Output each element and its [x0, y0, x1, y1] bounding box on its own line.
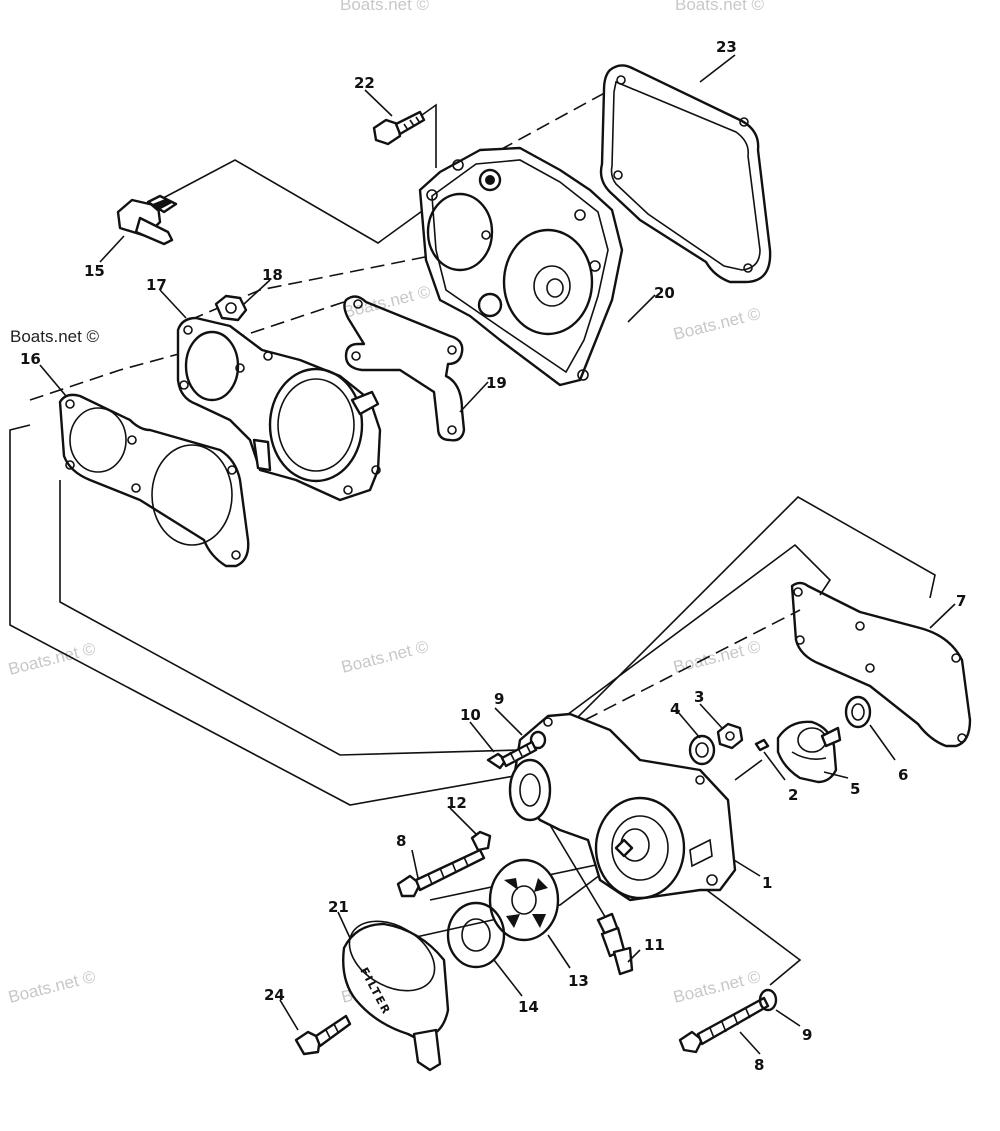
- line-2-to-1: [734, 759, 763, 781]
- callout-15: 15: [84, 262, 105, 280]
- line-1-to-7: [584, 609, 801, 721]
- washer-14: [446, 901, 506, 969]
- nut-3: [716, 722, 744, 750]
- callout-24: 24: [264, 986, 285, 1004]
- gasket-7: [790, 581, 972, 748]
- screw-8-upper: [396, 848, 486, 898]
- callout-2: 2: [788, 786, 798, 804]
- nut-18: [214, 294, 248, 322]
- line-15-to-20: [149, 159, 441, 244]
- callout-13: 13: [568, 972, 589, 990]
- washer-9-upper: [529, 730, 547, 750]
- leader-lines: [39, 54, 956, 1055]
- callout-17: 17: [146, 276, 167, 294]
- watermark-left-top: Boats.net ©: [10, 327, 100, 346]
- callout-9-upper: 9: [494, 690, 504, 708]
- washer-4: [688, 734, 716, 766]
- loop-outer: [9, 424, 521, 806]
- housing-17: [176, 316, 382, 502]
- line-1-to-9b: [699, 884, 802, 986]
- callout-1: 1: [762, 874, 772, 892]
- callout-19: 19: [486, 374, 507, 392]
- callout-8-upper: 8: [396, 832, 406, 850]
- filter-cover-21: FILTER: [342, 920, 450, 1072]
- watermark-top-b: Boats.net ©: [675, 0, 765, 14]
- callout-6: 6: [898, 766, 908, 784]
- screw-8-lower: [678, 996, 770, 1054]
- callout-18: 18: [262, 266, 283, 284]
- gasket-23: [599, 64, 772, 284]
- screw-22: [372, 110, 426, 146]
- callout-23: 23: [716, 38, 737, 56]
- watermark-top-a: Boats.net ©: [340, 0, 430, 14]
- callout-14: 14: [518, 998, 539, 1016]
- impeller-13: [488, 858, 560, 942]
- callout-9-lower: 9: [802, 1026, 812, 1044]
- callout-16: 16: [20, 350, 41, 368]
- line-23-to-20: [499, 89, 611, 151]
- callout-8-lower: 8: [754, 1056, 764, 1074]
- gasket-16: [58, 393, 250, 568]
- callout-12: 12: [446, 794, 467, 812]
- watermark-right-top: Boats.net ©: [671, 304, 762, 344]
- fitting-11: [596, 912, 634, 976]
- pin-2: [754, 738, 770, 752]
- fitting-15: [116, 194, 178, 246]
- callout-5: 5: [850, 780, 860, 798]
- pump-cover-20: [418, 146, 624, 387]
- watermark-center: Boats.net ©: [339, 637, 430, 677]
- callout-10: 10: [460, 706, 481, 724]
- callout-20: 20: [654, 284, 675, 302]
- thermostat-5: [776, 720, 842, 784]
- callout-22: 22: [354, 74, 375, 92]
- callout-4: 4: [670, 700, 680, 718]
- watermark-right-mid: Boats.net ©: [671, 637, 762, 677]
- callout-3: 3: [694, 688, 704, 706]
- line-16-to-20: [29, 299, 351, 401]
- lower-housing-1: [508, 712, 737, 902]
- washer-12: [470, 830, 492, 852]
- watermark-right-bottom: Boats.net ©: [671, 967, 762, 1007]
- loop-outer-to-7: [519, 496, 936, 776]
- callout-21: 21: [328, 898, 349, 916]
- plate-19: [343, 295, 466, 442]
- seal-6: [844, 695, 872, 729]
- watermark-left-mid: Boats.net ©: [6, 639, 97, 679]
- watermark-left-bottom: Boats.net ©: [6, 967, 97, 1007]
- callout-labels: 23 22 15 17 18 20 16 19 7 9 10 4 3 2 5 6…: [20, 38, 966, 1074]
- callout-7: 7: [956, 592, 966, 610]
- callout-11: 11: [644, 936, 665, 954]
- loop-inner-to-7: [519, 543, 832, 751]
- loop-inner: [59, 480, 521, 756]
- screw-10: [486, 740, 538, 770]
- screw-24: [294, 1014, 352, 1056]
- washer-9-lower: [758, 988, 778, 1012]
